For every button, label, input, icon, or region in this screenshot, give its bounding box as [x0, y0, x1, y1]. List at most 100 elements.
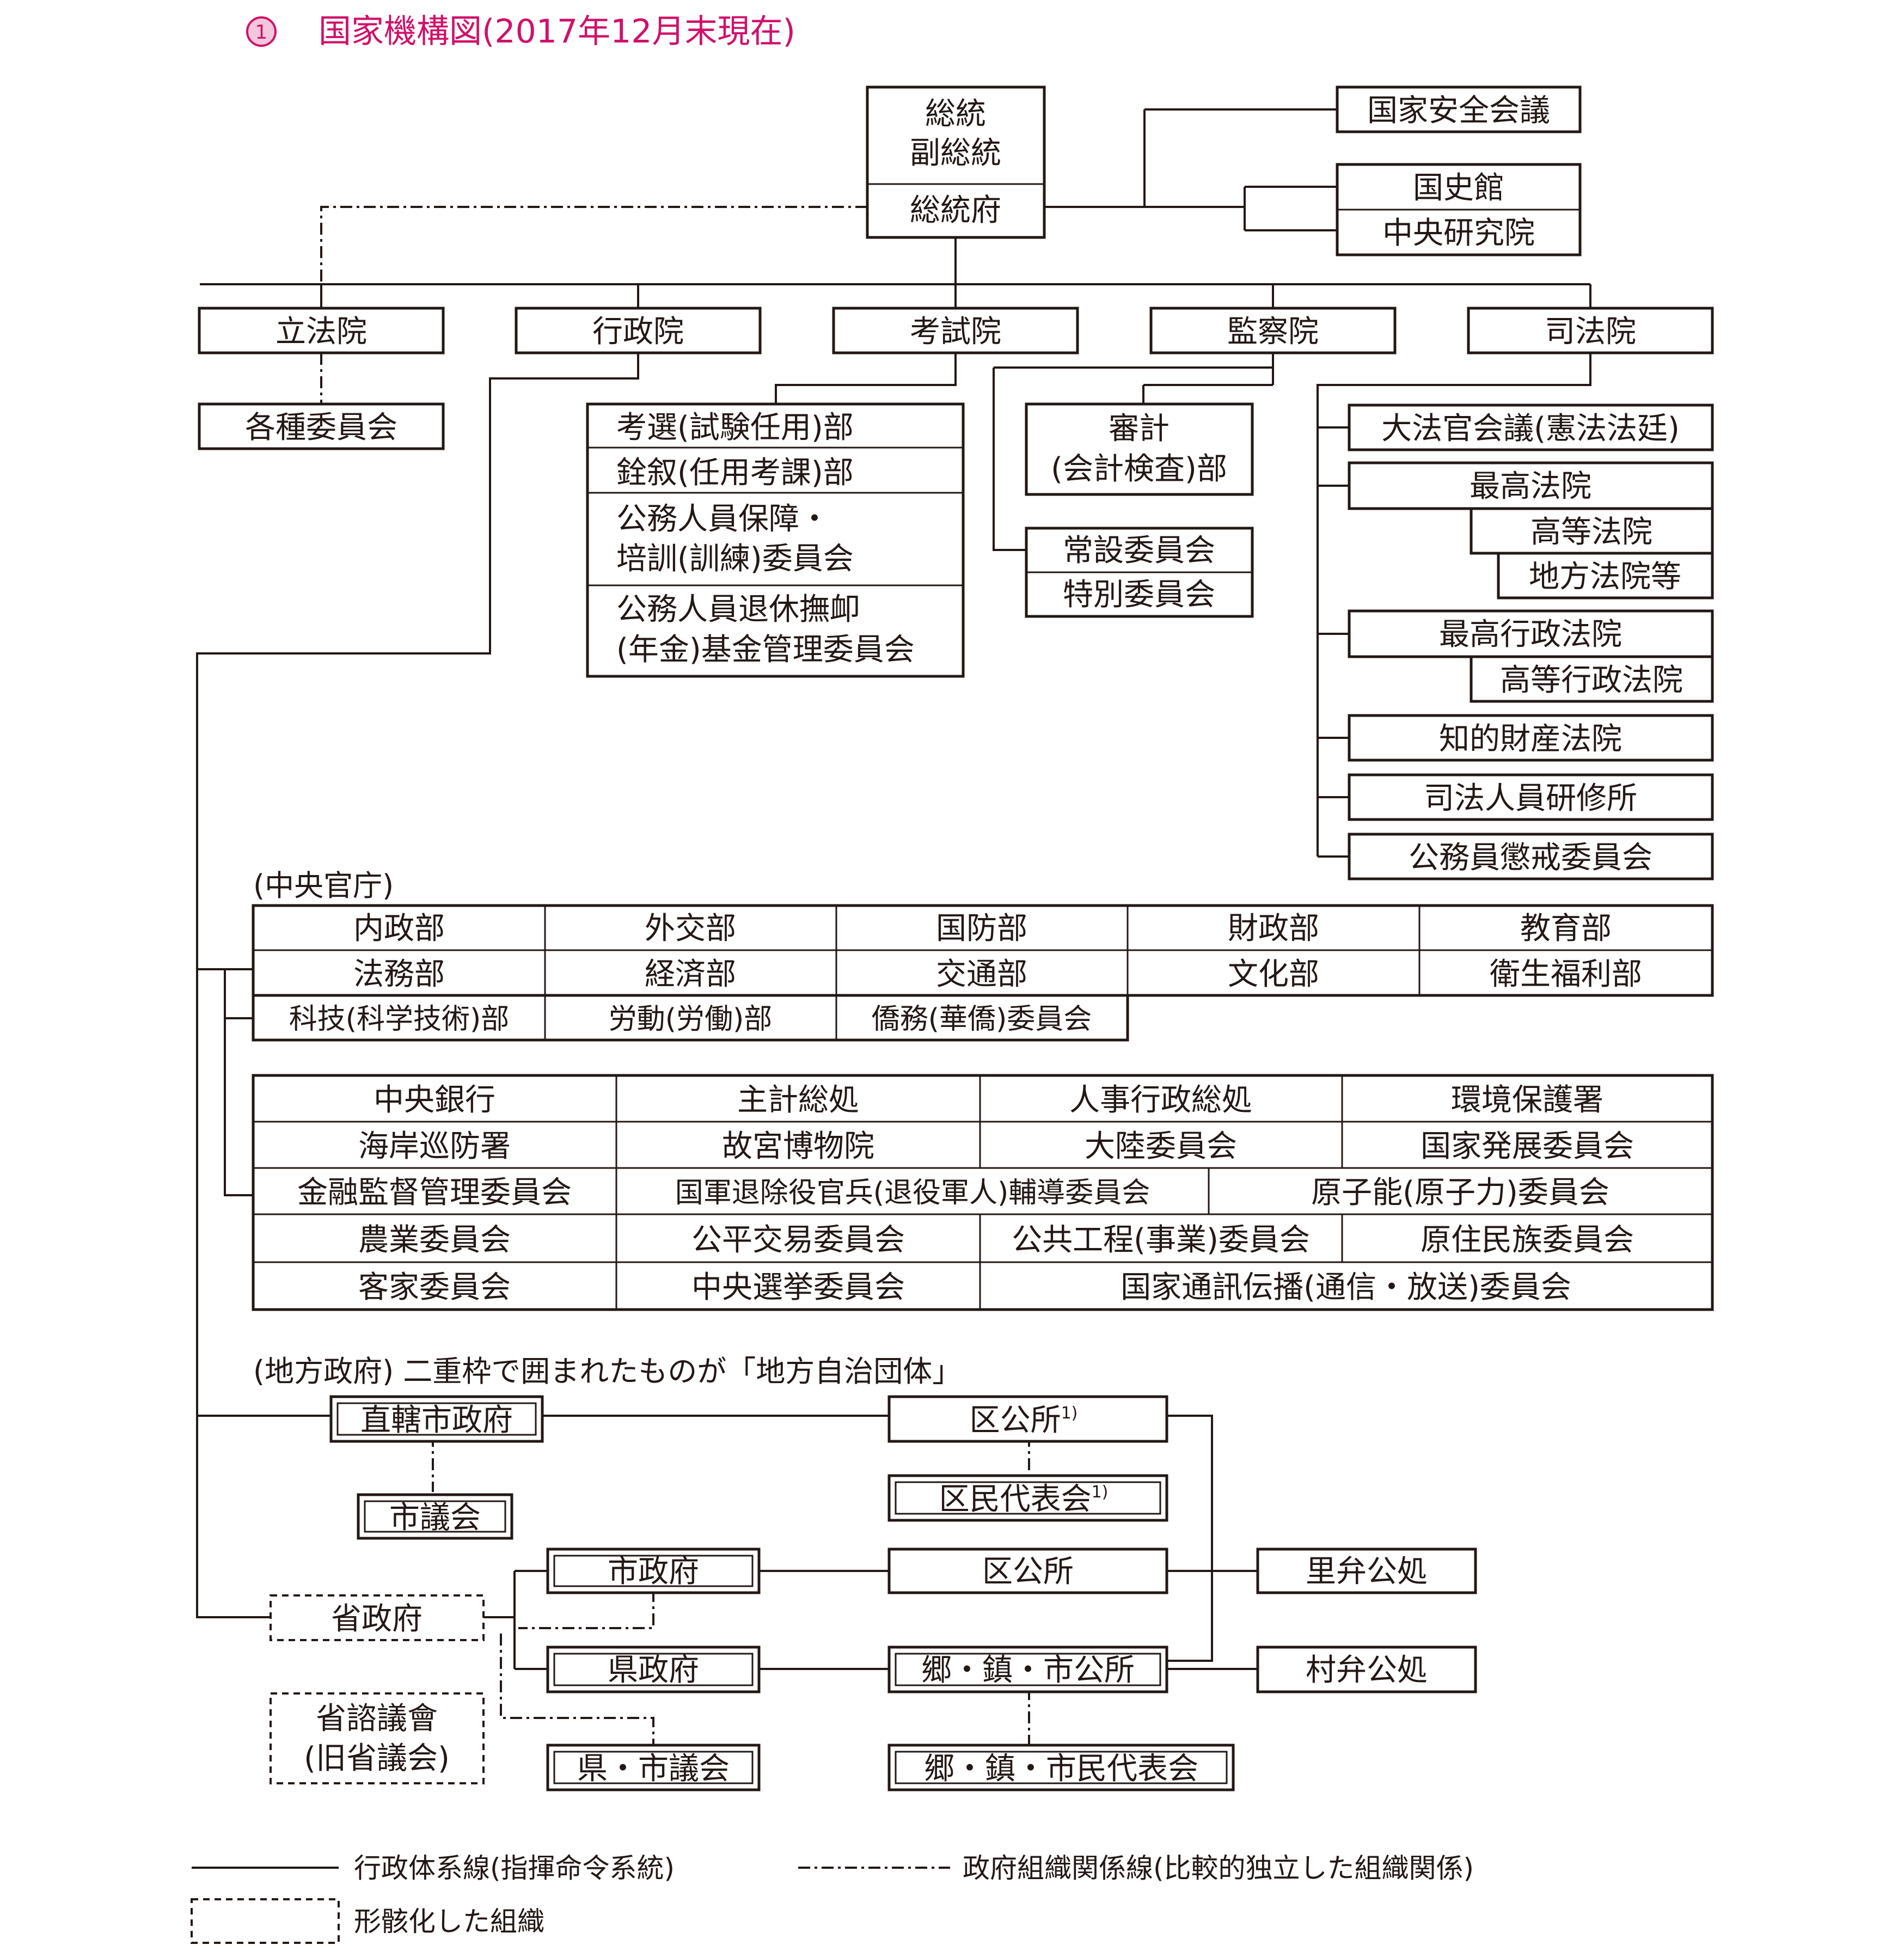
svg-text:立法院: 立法院: [276, 314, 367, 350]
mainland-affairs-council: 大陸委員会: [1085, 1129, 1237, 1164]
svg-text:高等法院: 高等法院: [1530, 515, 1652, 550]
svg-text:知的財産法院: 知的財産法院: [1439, 721, 1622, 757]
dgbas: 主計総処: [737, 1082, 859, 1118]
district-office-box: 区公所1): [887, 1395, 1168, 1443]
high-administrative-court-box: 高等行政法院: [1470, 655, 1714, 703]
village-office-box: 村弁公処: [1256, 1646, 1477, 1693]
financial-supervisory-commission: 金融監督管理委員会: [297, 1175, 572, 1210]
president-box: 総統 副総統 総統府: [866, 85, 1046, 239]
branch-legislative: 立法院: [198, 307, 445, 354]
svg-text:市政府: 市政府: [608, 1554, 699, 1589]
control-committees-box: 常設委員会 特別委員会: [1025, 527, 1254, 618]
svg-text:最高法院: 最高法院: [1470, 469, 1591, 504]
palace-museum: 故宮博物院: [722, 1129, 874, 1164]
svg-text:市議会: 市議会: [389, 1500, 481, 1536]
central-bank: 中央銀行: [374, 1082, 495, 1118]
ncc: 国家通訊伝播(通信・放送)委員会: [1121, 1270, 1571, 1305]
presidential-office-label: 総統府: [910, 193, 1001, 228]
special-committee-label: 特別委員会: [1063, 577, 1215, 613]
provincial-council-line1: 省諮議會: [316, 1701, 438, 1736]
svg-text:区公所: 区公所: [982, 1554, 1074, 1589]
exam-dept-personnel: 銓叙(任用考課)部: [616, 455, 854, 491]
ministry-economic-affairs: 経済部: [645, 957, 736, 992]
svg-text:省政府: 省政府: [331, 1601, 423, 1637]
county-government-box: 県政府: [546, 1646, 761, 1693]
chart-title: 1 国家機構図(2017年12月末現在): [246, 13, 795, 51]
svg-text:直轄市政府: 直轄市政府: [360, 1403, 513, 1438]
svg-text:大法官会議(憲法法廷): 大法官会議(憲法法廷): [1381, 411, 1680, 447]
provincial-council-line2: (旧省議会): [304, 1741, 450, 1776]
agencies-table: 中央銀行 主計総処 人事行政総処 環境保護署 海岸巡防署 故宮博物院 大陸委員会…: [252, 1074, 1714, 1311]
disciplinary-commission-box: 公務員懲戒委員会: [1348, 833, 1714, 880]
high-court-box: 高等法院: [1470, 507, 1714, 555]
district-office-label: 区公所1): [970, 1403, 1078, 1438]
svg-text:司法人員研修所: 司法人員研修所: [1424, 781, 1637, 816]
title-number: 1: [255, 21, 268, 44]
exam-committee-pension-1: 公務人員退休撫卹: [616, 592, 860, 627]
county-city-council-box: 県・市議会: [546, 1744, 761, 1791]
city-district-office-box: 区公所: [887, 1548, 1168, 1594]
branch-judicial: 司法院: [1467, 307, 1714, 354]
vice-president-label: 副総統: [910, 136, 1001, 171]
audit-dept-box: 審計 (会計検査)部: [1025, 402, 1254, 496]
svg-text:監察院: 監察院: [1227, 314, 1319, 350]
audit-dept-line2: (会計検査)部: [1051, 451, 1227, 487]
legend-dashed-label: 形骸化した組織: [354, 1906, 544, 1937]
branch-control: 監察院: [1149, 307, 1397, 354]
district-representative-label: 区民代表会1): [939, 1482, 1109, 1517]
title-text: 国家機構図(2017年12月末現在): [319, 13, 795, 51]
council-of-agriculture: 農業委員会: [358, 1222, 511, 1258]
academia-sinica-label: 中央研究院: [1382, 216, 1535, 251]
legend-dashed-box: [191, 1898, 340, 1944]
svg-text:郷・鎮・市公所: 郷・鎮・市公所: [921, 1653, 1135, 1688]
examination-units-box: 考選(試験任用)部 銓叙(任用考課)部 公務人員保障・ 培訓(訓練)委員会 公務…: [586, 402, 965, 678]
grand-justices-box: 大法官会議(憲法法廷): [1348, 403, 1714, 451]
fair-trade-commission: 公平交易委員会: [691, 1222, 905, 1258]
svg-text:行政院: 行政院: [592, 314, 684, 350]
dgpa: 人事行政総処: [1069, 1082, 1252, 1118]
exam-committee-pension-2: (年金)基金管理委員会: [616, 632, 915, 668]
veterans-affairs-council: 国軍退除役官兵(退役軍人)輔導委員会: [675, 1177, 1150, 1209]
local-government-heading: (地方政府) 二重枠で囲まれたものが「地方自治団体」: [253, 1354, 962, 1389]
city-government-box: 市政府: [546, 1548, 761, 1594]
atomic-energy-council: 原子能(原子力)委員会: [1311, 1175, 1609, 1210]
ministry-science-technology: 科技(科学技術)部: [289, 1003, 510, 1036]
indigenous-peoples-council: 原住民族委員会: [1421, 1222, 1634, 1258]
district-courts-box: 地方法院等: [1497, 552, 1714, 600]
svg-text:各種委員会: 各種委員会: [245, 410, 397, 445]
special-municipality-box: 直轄市政府: [329, 1395, 544, 1443]
public-construction-commission: 公共工程(事業)委員会: [1012, 1222, 1310, 1258]
overseas-community-commission: 僑務(華僑)委員会: [872, 1003, 1092, 1036]
ministry-foreign-affairs: 外交部: [645, 911, 736, 946]
svg-text:司法院: 司法院: [1545, 314, 1636, 350]
academia-historica-label: 国史館: [1413, 170, 1504, 206]
svg-text:最高行政法院: 最高行政法院: [1439, 617, 1622, 652]
ministry-interior: 内政部: [353, 911, 445, 946]
national-security-council-box: 国家安全会議: [1336, 85, 1582, 133]
provincial-government-box: 省政府: [270, 1594, 485, 1641]
hakka-affairs-council: 客家委員会: [358, 1270, 511, 1305]
legend-solid-label: 行政体系線(指揮命令系統): [354, 1852, 675, 1884]
svg-text:高等行政法院: 高等行政法院: [1500, 663, 1683, 698]
ministry-defense: 国防部: [936, 911, 1027, 946]
ministry-justice: 法務部: [353, 957, 445, 992]
national-development-council: 国家発展委員会: [1421, 1129, 1634, 1164]
legend: 行政体系線(指揮命令系統) 政府組織関係線(比較的独立した組織関係) 形骸化した…: [191, 1852, 1474, 1944]
svg-text:地方法院等: 地方法院等: [1529, 559, 1681, 595]
audit-dept-line1: 審計: [1109, 411, 1170, 447]
township-office-box: 郷・鎮・市公所: [887, 1646, 1168, 1693]
exam-dept-selection: 考選(試験任用)部: [616, 410, 854, 445]
ministries-table: 内政部 外交部 国防部 財政部 教育部 法務部 経済部 交通部 文化部 衛生福利…: [252, 904, 1714, 1042]
svg-text:郷・鎮・市民代表会: 郷・鎮・市民代表会: [924, 1751, 1198, 1787]
legend-dashdot-label: 政府組織関係線(比較的独立した組織関係): [963, 1852, 1474, 1884]
standing-committee-label: 常設委員会: [1063, 533, 1215, 568]
ip-court-box: 知的財産法院: [1348, 714, 1714, 762]
epa: 環境保護署: [1451, 1082, 1603, 1118]
exam-committee-protection-2: 培訓(訓練)委員会: [616, 541, 854, 577]
judicial-units: 大法官会議(憲法法廷) 最高法院 高等法院 地方法院等 最高行政法院 高等行政法…: [1348, 403, 1714, 880]
agency-cells: 中央銀行 主計総処 人事行政総処 環境保護署 海岸巡防署 故宮博物院 大陸委員会…: [297, 1082, 1634, 1305]
township-representative-box: 郷・鎮・市民代表会: [887, 1744, 1235, 1791]
svg-text:公務員懲戒委員会: 公務員懲戒委員会: [1409, 840, 1652, 876]
central-election-commission: 中央選挙委員会: [691, 1270, 905, 1305]
